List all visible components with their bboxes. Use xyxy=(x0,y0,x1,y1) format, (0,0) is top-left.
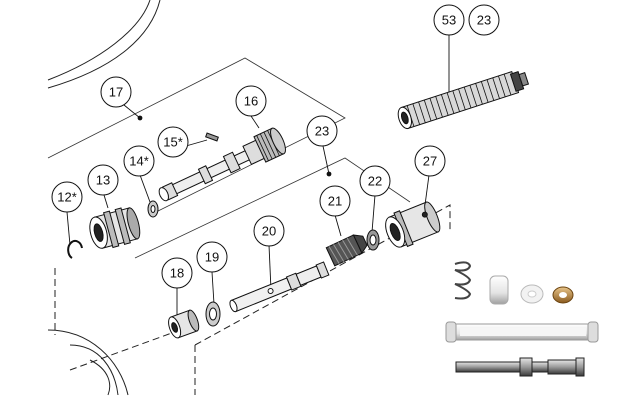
photo-ring xyxy=(520,284,544,304)
svg-text:17: 17 xyxy=(109,85,123,100)
callout-13: 13 xyxy=(87,164,119,196)
callout-20: 20 xyxy=(253,215,285,247)
callout-53: 53 xyxy=(433,4,465,36)
callout-23-middle: 23 xyxy=(306,115,338,147)
svg-text:22: 22 xyxy=(368,174,382,189)
needle-assembly-part xyxy=(158,127,286,202)
photo-white-tube xyxy=(445,321,599,343)
svg-text:23: 23 xyxy=(477,13,491,28)
svg-text:18: 18 xyxy=(170,266,184,281)
centerlines xyxy=(54,204,451,395)
photo-metal-rod xyxy=(455,357,585,377)
svg-text:23: 23 xyxy=(315,124,329,139)
nut-13-part xyxy=(89,207,141,249)
svg-text:16: 16 xyxy=(244,94,258,109)
svg-text:14*: 14* xyxy=(129,154,149,169)
strainer-tube-part xyxy=(397,70,530,130)
housing-27-part xyxy=(385,201,441,248)
clip-12-part xyxy=(67,239,83,259)
callout-15: 15* xyxy=(157,126,189,158)
callout-16: 16 xyxy=(235,85,267,117)
callout-27: 27 xyxy=(414,145,446,177)
callout-23-top: 23 xyxy=(468,4,500,36)
fitting-18-part xyxy=(168,309,200,339)
svg-text:15*: 15* xyxy=(163,135,183,150)
svg-text:27: 27 xyxy=(423,154,437,169)
spring-21-part xyxy=(325,234,368,267)
callout-12: 12* xyxy=(51,181,83,213)
photo-brass-washer xyxy=(552,286,574,304)
svg-text:12*: 12* xyxy=(57,190,77,205)
seal-19-part xyxy=(205,301,221,327)
leader-dots xyxy=(137,115,332,177)
callout-18: 18 xyxy=(161,257,193,289)
callout-21: 21 xyxy=(319,185,351,217)
piston-rod-20-part xyxy=(229,261,330,313)
photo-spring xyxy=(454,261,472,300)
svg-text:21: 21 xyxy=(328,194,342,209)
washer-14-part xyxy=(147,200,159,218)
oring-22-part xyxy=(366,229,380,251)
leader-lines xyxy=(66,35,453,315)
svg-text:19: 19 xyxy=(205,250,219,265)
callout-22: 22 xyxy=(359,165,391,197)
svg-text:13: 13 xyxy=(96,173,110,188)
photo-white-seal xyxy=(489,275,509,305)
callout-14: 14* xyxy=(123,145,155,177)
svg-text:53: 53 xyxy=(442,13,456,28)
housing-outline xyxy=(47,0,161,396)
svg-text:20: 20 xyxy=(262,224,276,239)
callout-17: 17 xyxy=(100,76,132,108)
callout-19: 19 xyxy=(196,241,228,273)
